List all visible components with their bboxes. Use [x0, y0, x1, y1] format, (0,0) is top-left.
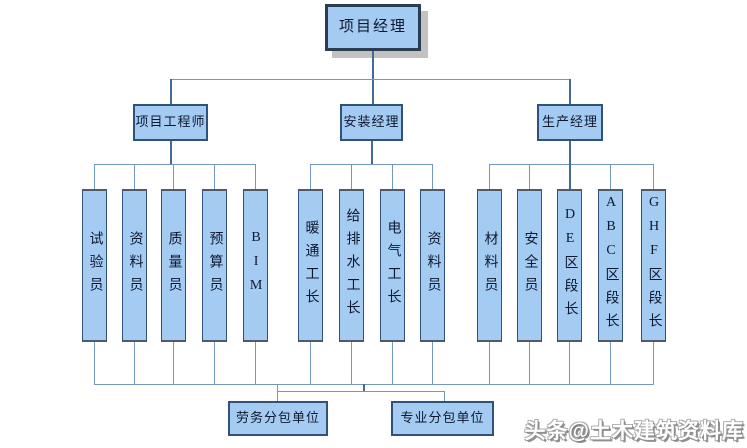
node-project-manager: 项目经理: [325, 4, 421, 51]
node-de-section-chief: DE区段长: [557, 189, 582, 342]
connector-line: [277, 385, 278, 401]
node-plumbing-foreman: 给排水工长: [339, 189, 364, 342]
connector-line: [489, 342, 490, 385]
node-document-clerk-2: 资料员: [420, 189, 445, 342]
connector-line: [214, 342, 215, 385]
connector-line: [310, 164, 433, 165]
connector-line: [214, 164, 215, 190]
node-electrical-foreman: 电气工长: [380, 189, 405, 342]
connector-line: [489, 164, 490, 190]
connector-line: [372, 51, 374, 104]
connector-line: [255, 342, 256, 385]
connector-line: [94, 164, 95, 190]
connector-line: [653, 164, 654, 190]
watermark-text: 头条@土木建筑资料库: [524, 420, 744, 443]
connector-line: [653, 342, 654, 385]
connector-line: [392, 342, 393, 385]
connector-line: [277, 391, 445, 392]
node-tester: 试验员: [82, 189, 107, 342]
connector-line: [170, 79, 571, 80]
node-abc-section-chief: ABC区段长: [598, 189, 623, 342]
node-labor-subcontractor: 劳务分包单位: [228, 401, 328, 436]
connector-line: [170, 79, 172, 104]
connector-line: [134, 164, 135, 190]
node-safety-officer: 安全员: [517, 189, 542, 342]
connector-line: [351, 342, 352, 385]
node-material-clerk: 材料员: [477, 189, 502, 342]
connector-line: [173, 164, 174, 190]
node-budget-officer: 预算员: [202, 189, 227, 342]
node-project-engineer: 项目工程师: [133, 104, 208, 141]
connector-line: [392, 164, 393, 190]
node-production-manager: 生产经理: [537, 104, 603, 141]
node-professional-subcontractor: 专业分包单位: [391, 401, 494, 436]
connector-line: [134, 342, 135, 385]
connector-line: [371, 141, 373, 165]
connector-line: [351, 164, 352, 190]
node-ghf-section-chief: GHF区段长: [641, 189, 666, 342]
connector-line: [489, 164, 654, 165]
connector-line: [569, 141, 571, 165]
connector-line: [569, 164, 571, 190]
connector-line: [94, 164, 256, 165]
connector-line: [255, 164, 256, 190]
node-quality-officer: 质量员: [161, 189, 186, 342]
connector-line: [444, 391, 445, 401]
connector-line: [529, 164, 530, 190]
connector-line: [529, 342, 530, 385]
connector-line: [432, 164, 433, 190]
node-bim: BIM: [243, 189, 268, 342]
connector-line: [363, 384, 365, 392]
node-hvac-foreman: 暖通工长: [298, 189, 323, 342]
connector-line: [310, 342, 311, 385]
node-document-clerk-1: 资料员: [122, 189, 147, 342]
connector-line: [310, 164, 311, 190]
connector-line: [610, 164, 611, 190]
connector-line: [94, 384, 654, 385]
connector-line: [170, 141, 172, 165]
connector-line: [94, 342, 95, 385]
connector-line: [432, 342, 433, 385]
connector-line: [610, 342, 611, 385]
node-installation-manager: 安装经理: [340, 104, 403, 141]
connector-line: [173, 342, 174, 385]
connector-line: [569, 342, 570, 385]
connector-line: [569, 79, 571, 104]
